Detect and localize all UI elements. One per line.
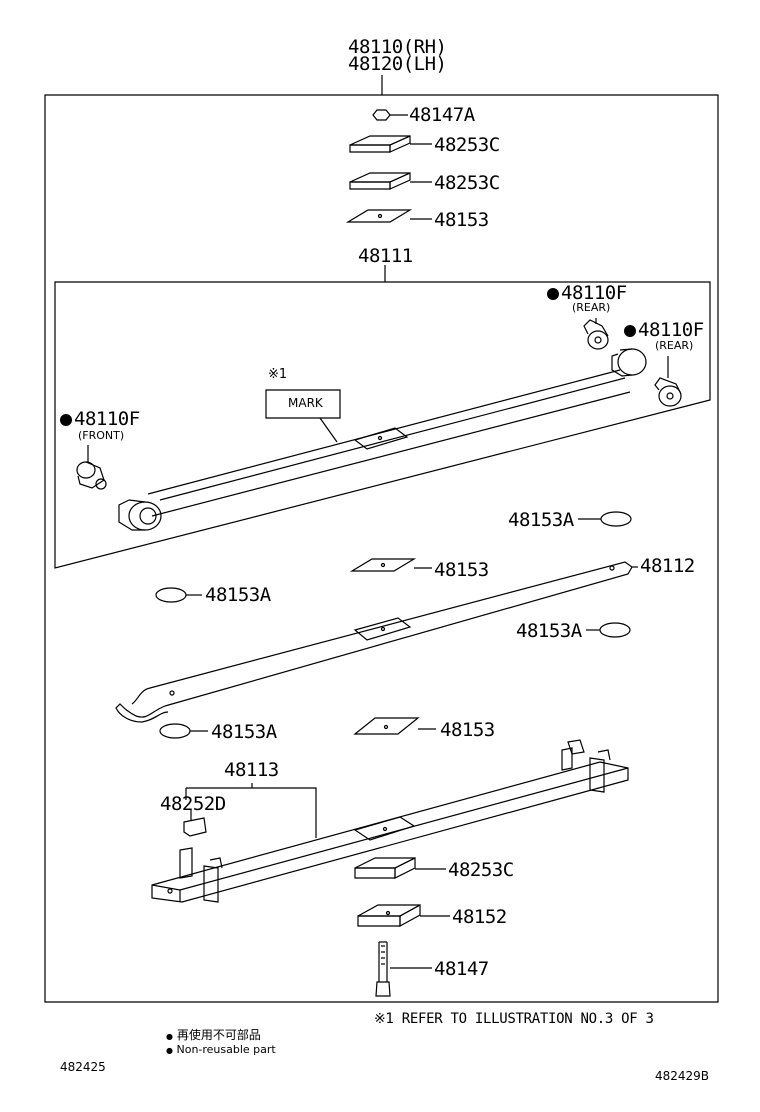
plate-48152: [358, 905, 450, 926]
non-reusable-dot-icon: [60, 414, 72, 426]
mark-callout: [266, 390, 340, 418]
label-48252D: 48252D: [160, 793, 226, 815]
bushing-rear-1: [584, 318, 608, 349]
legend-dot-icon: ●: [166, 1032, 173, 1041]
label-front: (FRONT): [78, 429, 125, 442]
outer-frame: [45, 95, 718, 1002]
part-lh: 48120(LH): [348, 53, 447, 75]
plate-48253C-1: [350, 136, 432, 152]
non-reusable-dot-icon: [624, 325, 636, 337]
main-leaf-48111: [119, 349, 646, 530]
pad-48153-top: [348, 210, 432, 222]
disk-48153A-2: [156, 588, 186, 602]
label-48153A-1: 48153A: [508, 509, 574, 531]
disk-48153A-3: [600, 623, 630, 637]
bolt-48147: [376, 942, 432, 996]
label-48153A-4: 48153A: [211, 721, 277, 743]
label-48253C-3: 48253C: [448, 859, 514, 881]
non-reusable-dot-icon: [547, 288, 559, 300]
ref-mark-label: ※1: [268, 367, 288, 382]
label-48153-top: 48153: [434, 209, 489, 231]
clip-48252D: [184, 810, 206, 836]
label-48153-mid: 48153: [434, 559, 489, 581]
label-rear1: (REAR): [572, 301, 611, 314]
code-left: 482425: [60, 1060, 106, 1074]
code-right: 482429B: [655, 1069, 710, 1083]
plate-48253C-2: [350, 173, 432, 189]
disk-48153A-1: [601, 512, 631, 526]
legend-jp: ● 再使用不可部品: [166, 1028, 261, 1042]
refer-note: ※1 REFER TO ILLUSTRATION NO.3 OF 3: [374, 1011, 654, 1027]
bushing-front: [77, 445, 106, 489]
label-48110F-rear1: 48110F: [547, 283, 627, 303]
mark-label: MARK: [288, 396, 323, 410]
pad-48153-low: [355, 718, 436, 734]
label-48110F-rear2: 48110F: [624, 320, 704, 340]
disk-48153A-4: [160, 724, 190, 738]
label-48253C-1: 48253C: [434, 134, 500, 156]
inner-frame-48111: [55, 282, 710, 568]
label-48253C-2: 48253C: [434, 172, 500, 194]
label-48153A-2: 48153A: [205, 584, 271, 606]
part-rh: 48110(RH): [348, 36, 447, 58]
plate-48253C-3: [355, 858, 446, 878]
bushing-rear-2: [655, 356, 681, 406]
label-48112: 48112: [640, 555, 695, 577]
label-48110F-front: 48110F: [60, 409, 140, 429]
legend-en: ● Non-reusable part: [166, 1043, 276, 1056]
label-48152: 48152: [452, 906, 507, 928]
legend-dot-icon: ●: [166, 1046, 173, 1055]
label-48153A-3: 48153A: [516, 620, 582, 642]
label-48111: 48111: [358, 245, 413, 267]
nut-48147A: [373, 110, 390, 120]
label-rear2: (REAR): [655, 339, 694, 352]
label-48113: 48113: [224, 759, 279, 781]
label-48147A: 48147A: [409, 104, 475, 126]
label-48147: 48147: [434, 958, 489, 980]
label-48153-low: 48153: [440, 719, 495, 741]
pad-48153-mid: [352, 559, 432, 571]
leaf-48113: [152, 740, 628, 902]
leaf-48112: [116, 562, 638, 722]
